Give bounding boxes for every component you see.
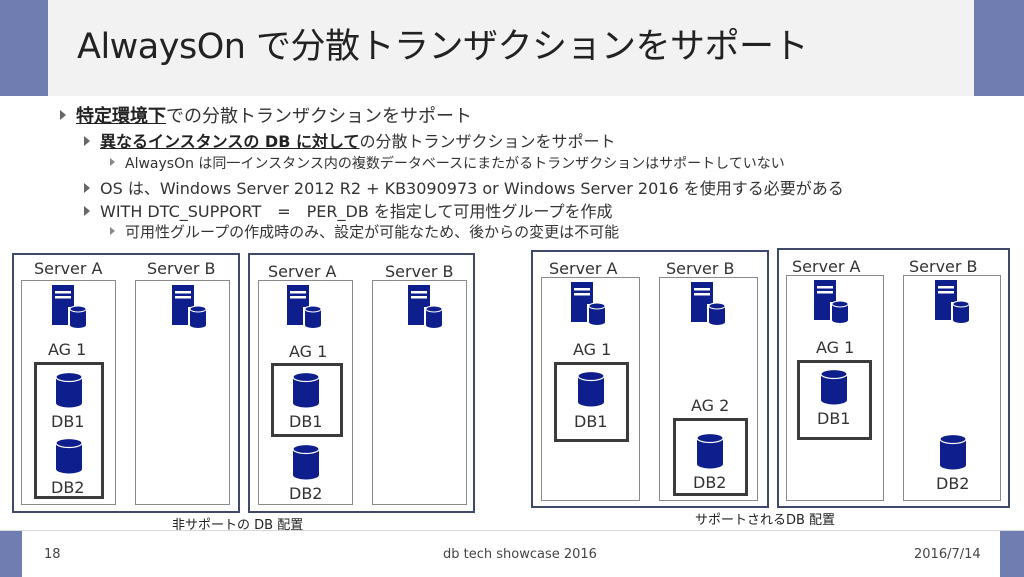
bullet-4-text: OS は、Windows Server 2012 R2 + KB3090973 … [100,179,844,198]
server-database-icon [408,285,444,328]
bullet-5-text: WITH DTC_SUPPORT = PER_DB を指定して可用性グループを作… [100,202,613,221]
availability-group-box [554,362,629,442]
title-band [48,0,974,96]
availability-group-box [34,362,104,499]
bullet-3: AlwaysOn は同一インスタンス内の複数データベースにまたがるトランザクショ… [110,153,785,173]
bullet-6-text: 可用性グループの作成時のみ、設定が可能なため、後からの変更は不可能 [125,223,620,241]
ag-label: AG 1 [816,338,855,357]
bullet-1-bold: 特定環境下 [76,106,166,127]
database-label: DB1 [574,412,608,431]
footer-date: 2016/7/14 [914,547,981,562]
availability-group-box [797,360,872,440]
bullet-1-text: での分散トランザクションをサポート [166,106,472,127]
server-a-label: Server A [34,259,103,278]
database-label: DB1 [817,409,851,428]
database-icon [292,444,320,480]
bullet-arrow-icon [110,158,115,166]
server-database-icon [571,282,607,325]
server-b-label: Server B [666,259,735,278]
server-b-box [135,280,230,505]
server-database-icon [691,282,727,325]
bullet-arrow-icon [84,182,90,193]
database-icon [820,369,848,405]
bullet-6: 可用性グループの作成時のみ、設定が可能なため、後からの変更は不可能 [110,221,619,242]
server-a-box [258,280,353,505]
database-label: DB2 [51,478,85,497]
database-icon [577,371,605,407]
bullet-2-bold: 異なるインスタンスの DB に対して [100,132,360,151]
database-label: DB2 [289,484,323,503]
database-icon [55,372,83,408]
database-label: DB2 [693,473,727,492]
diagram-unsupported-2 [248,253,475,513]
diagram-supported-2 [777,248,1010,508]
ag-label: AG 1 [48,340,87,359]
ag-label: AG 2 [691,396,730,415]
database-label: DB2 [936,474,970,493]
availability-group-box [673,418,748,496]
database-icon [696,433,724,469]
bullet-2: 異なるインスタンスの DB に対しての分散トランザクションをサポート [84,128,616,152]
corner-accent-top-left [0,0,48,96]
server-database-icon [935,280,971,323]
corner-accent-top-right [974,0,1024,96]
database-icon [292,372,320,408]
caption-unsupported: 非サポートの DB 配置 [172,518,304,533]
footer-event: db tech showcase 2016 [443,547,597,562]
server-b-box [372,280,467,505]
server-a-label: Server A [268,262,337,281]
database-label: DB1 [51,412,85,431]
server-b-label: Server B [147,259,216,278]
server-a-box [786,275,884,501]
caption-supported: サポートされるDB 配置 [695,513,836,528]
bullet-5: WITH DTC_SUPPORT = PER_DB を指定して可用性グループを作… [84,198,612,222]
diagram-unsupported-1 [12,253,240,513]
ag-label: AG 1 [573,340,612,359]
server-a-label: Server A [792,257,861,276]
page-number: 18 [44,547,61,562]
diagram-supported-1 [531,250,769,508]
server-a-label: Server A [549,259,618,278]
slide-title: AlwaysOn で分散トランザクションをサポート [77,27,809,67]
server-a-box [21,280,116,505]
bullet-2-text: の分散トランザクションをサポート [359,132,616,151]
bullet-arrow-icon [110,226,115,235]
server-database-icon [172,285,208,328]
bullet-arrow-icon [84,205,90,216]
server-b-box [903,275,1001,501]
server-database-icon [287,285,323,328]
database-label: DB1 [289,412,323,431]
bullet-arrow-icon [60,110,66,120]
footer-divider [0,530,1024,531]
ag-label: AG 1 [289,342,328,361]
bullet-arrow-icon [84,135,90,146]
server-database-icon [52,285,88,328]
server-database-icon [814,280,850,323]
server-a-box [541,277,640,501]
availability-group-box [271,363,343,437]
database-icon [55,438,83,474]
bullet-1: 特定環境下での分散トランザクションをサポート [60,102,472,128]
server-b-box [659,277,758,501]
bullet-3-text: AlwaysOn は同一インスタンス内の複数データベースにまたがるトランザクショ… [125,156,785,172]
corner-accent-bottom-right [1000,531,1024,577]
server-b-label: Server B [909,257,978,276]
server-b-label: Server B [385,262,454,281]
corner-accent-bottom-left [0,531,22,577]
bullet-4: OS は、Windows Server 2012 R2 + KB3090973 … [84,175,844,199]
database-icon [939,434,967,470]
